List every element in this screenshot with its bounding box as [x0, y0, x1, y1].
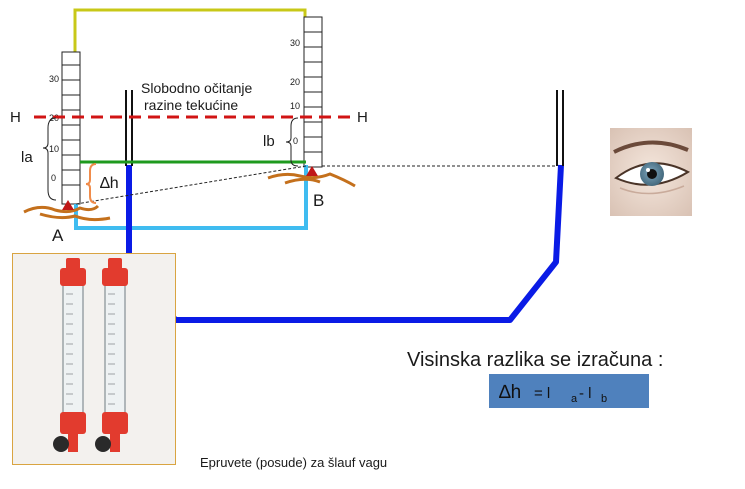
- note-line-1: Slobodno očitanje: [141, 80, 253, 96]
- label-H-left: H: [10, 109, 21, 126]
- label-B: B: [313, 191, 324, 210]
- point-A-marker: [62, 200, 74, 210]
- top-connector-line: [73, 8, 307, 53]
- right-tick-0: 0: [293, 136, 298, 146]
- brace-la: [42, 117, 57, 201]
- point-B-marker: [306, 166, 318, 176]
- right-measuring-scale: [303, 16, 323, 168]
- brace-lb: [285, 117, 299, 167]
- formula-box: ∆h = l a - l b: [489, 374, 649, 408]
- right-tick-20: 20: [290, 77, 300, 87]
- connecting-hose-long: [126, 164, 564, 323]
- formula-sub-a: a: [571, 393, 578, 405]
- left-measuring-scale: [61, 51, 81, 205]
- left-tick-0: 0: [51, 173, 56, 183]
- formula-equals: = l: [534, 385, 550, 402]
- left-tick-30: 30: [49, 74, 59, 84]
- thin-dashed-slope: [75, 165, 307, 205]
- left-tick-10: 10: [49, 144, 59, 154]
- right-tick-10: 10: [290, 101, 300, 111]
- label-H-right: H: [357, 109, 368, 126]
- label-A: A: [52, 226, 64, 245]
- label-la: la: [21, 149, 33, 166]
- photo-caption: Epruvete (posude) za šlauf vagu: [200, 455, 387, 470]
- formula-svg: ∆h = l a - l b: [499, 382, 607, 405]
- ground-left: [23, 204, 111, 222]
- note-line-2: razine tekućine: [144, 97, 238, 113]
- formula-sub-b: b: [601, 393, 607, 405]
- formula-minus: - l: [579, 385, 592, 402]
- label-lb: lb: [263, 133, 275, 150]
- label-delta-h: ∆h: [100, 175, 119, 192]
- brace-delta-h: [85, 163, 97, 204]
- ground-right: [267, 172, 356, 188]
- test-tubes-photo-icon: [12, 253, 176, 465]
- formula-heading: Visinska razlika se izračuna :: [407, 349, 663, 371]
- right-tick-30: 30: [290, 38, 300, 48]
- eye-photo-icon: [610, 128, 692, 216]
- formula-delta: ∆h: [499, 382, 521, 403]
